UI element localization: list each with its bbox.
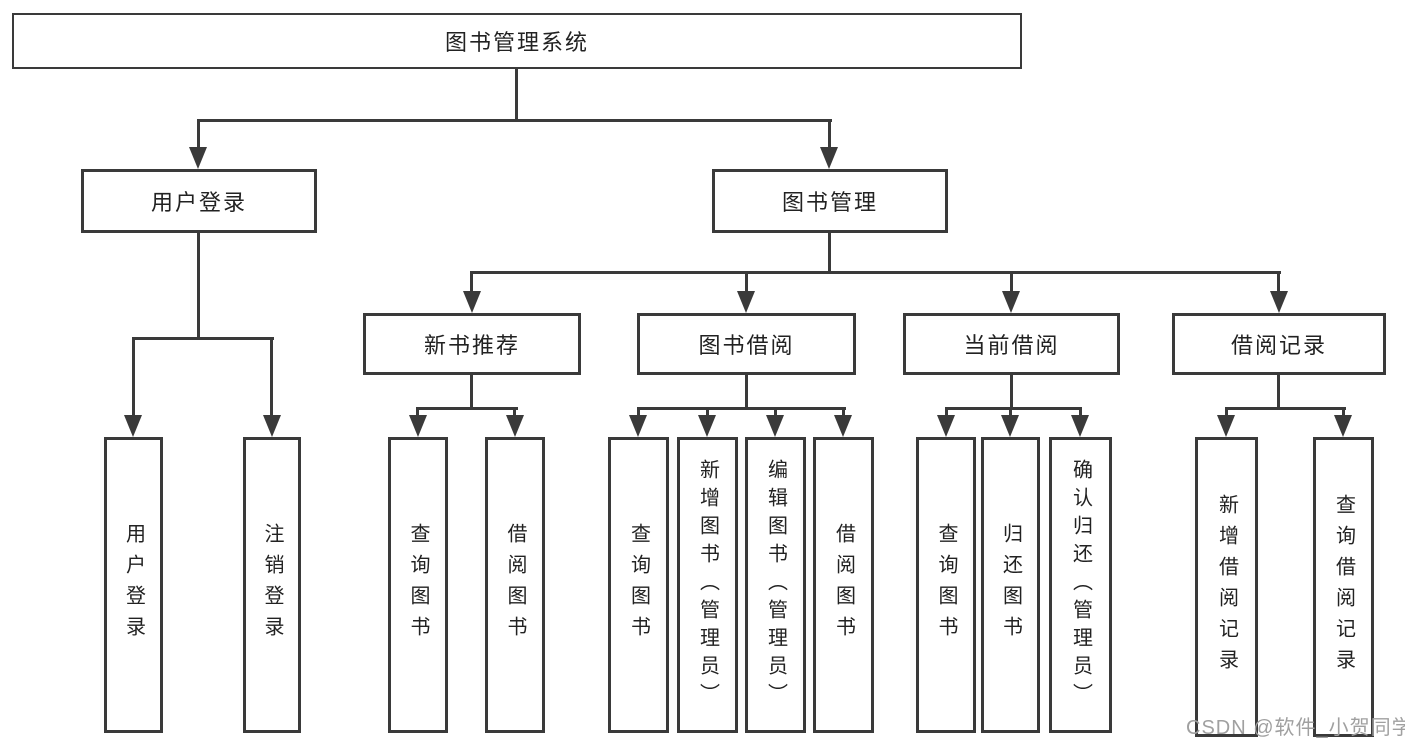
connector-ul-stem (197, 233, 200, 339)
connector-bb-add-stem (706, 407, 709, 419)
arrowhead-br-add-icon (1217, 415, 1235, 437)
connector-cb-query-stem (945, 407, 948, 419)
node-root: 图书管理系统 (12, 13, 1022, 69)
connector-bm-stem (828, 233, 831, 273)
connector-cb-stem (1010, 375, 1013, 409)
leaf-nb-borrow-books-label: 借阅图书 (504, 523, 526, 647)
leaf-cb-query-books-label: 查询图书 (935, 523, 957, 647)
leaf-br-query-record-label: 查询借阅记录 (1332, 494, 1355, 680)
connector-ul-logout-stem (270, 337, 273, 417)
arrowhead-cb-return-icon (1001, 415, 1019, 437)
connector-bb-stem (745, 375, 748, 409)
connector-cb-confirm-stem (1079, 407, 1082, 419)
arrowhead-nb-borrow-icon (506, 415, 524, 437)
node-borrow-records: 借阅记录 (1172, 313, 1386, 375)
leaf-br-query-record: 查询借阅记录 (1313, 437, 1374, 737)
arrowhead-br-query-icon (1334, 415, 1352, 437)
arrowhead-nb-query-icon (409, 415, 427, 437)
connector-br-add-stem (1225, 407, 1228, 419)
connector-bm-hline (470, 271, 1281, 274)
node-book-borrow: 图书借阅 (637, 313, 856, 375)
arrowhead-newbooks-icon (463, 291, 481, 313)
leaf-cb-return-books: 归还图书 (981, 437, 1040, 733)
leaf-user-login-label: 用户登录 (122, 523, 145, 647)
leaf-logout: 注销登录 (243, 437, 301, 733)
connector-bookmgmt-stem (828, 119, 831, 151)
node-borrow-records-label: 借阅记录 (1230, 333, 1327, 358)
node-user-login: 用户登录 (81, 169, 317, 233)
node-user-login-label: 用户登录 (150, 190, 247, 215)
leaf-bb-edit-books-admin: 编辑图书（管理员） (745, 437, 806, 733)
csdn-watermark: CSDN @软件_小贺同学 (1186, 717, 1405, 739)
connector-nb-query-stem (416, 407, 419, 419)
connector-root-hline (197, 119, 832, 122)
connector-userlogin-stem (197, 119, 200, 151)
leaf-bb-query-books-label: 查询图书 (627, 523, 650, 647)
connector-nb-hline (416, 407, 518, 410)
leaf-bb-add-books-admin-label: 新增图书（管理员） (696, 459, 719, 711)
leaf-cb-confirm-return-admin: 确认归还（管理员） (1049, 437, 1112, 733)
connector-newbooks-stem (470, 271, 473, 295)
connector-nb-stem (470, 375, 473, 409)
leaf-cb-confirm-return-admin-label: 确认归还（管理员） (1069, 459, 1092, 711)
arrowhead-borrowrecords-icon (1270, 291, 1288, 313)
arrowhead-bb-borrow-icon (834, 415, 852, 437)
arrowhead-ul-login-icon (124, 415, 142, 437)
connector-root-stem (515, 67, 518, 119)
node-current-borrow: 当前借阅 (903, 313, 1120, 375)
connector-br-stem (1277, 375, 1280, 409)
connector-ul-hline (132, 337, 274, 340)
leaf-br-add-record-label: 新增借阅记录 (1215, 494, 1238, 680)
leaf-cb-query-books: 查询图书 (916, 437, 976, 733)
connector-bb-hline (637, 407, 846, 410)
connector-bookborrow-stem (745, 271, 748, 295)
connector-cb-return-stem (1009, 407, 1012, 419)
node-current-borrow-label: 当前借阅 (963, 333, 1060, 358)
connector-bb-borrow-stem (842, 407, 845, 419)
connector-borrowrecords-stem (1277, 271, 1280, 295)
connector-br-hline (1225, 407, 1346, 410)
arrowhead-cb-confirm-icon (1071, 415, 1089, 437)
node-book-mgmt: 图书管理 (712, 169, 948, 233)
leaf-nb-borrow-books: 借阅图书 (485, 437, 545, 733)
connector-bb-edit-stem (774, 407, 777, 419)
leaf-cb-return-books-label: 归还图书 (999, 523, 1022, 647)
node-book-mgmt-label: 图书管理 (781, 190, 878, 215)
arrowhead-cb-query-icon (937, 415, 955, 437)
arrowhead-bb-query-icon (629, 415, 647, 437)
connector-br-query-stem (1342, 407, 1345, 419)
connector-bb-query-stem (637, 407, 640, 419)
arrowhead-bb-add-icon (698, 415, 716, 437)
arrowhead-ul-logout-icon (263, 415, 281, 437)
arrowhead-bookmgmt-icon (820, 147, 838, 169)
arrowhead-bookborrow-icon (737, 291, 755, 313)
node-root-label: 图书管理系统 (444, 30, 589, 55)
arrowhead-userlogin-icon (189, 147, 207, 169)
leaf-bb-borrow-books-label: 借阅图书 (832, 523, 855, 647)
connector-currentborrow-stem (1010, 271, 1013, 295)
node-book-borrow-label: 图书借阅 (698, 333, 795, 358)
connector-nb-borrow-stem (513, 407, 516, 419)
leaf-bb-add-books-admin: 新增图书（管理员） (677, 437, 738, 733)
leaf-nb-query-books: 查询图书 (388, 437, 448, 733)
leaf-bb-borrow-books: 借阅图书 (813, 437, 874, 733)
leaf-br-add-record: 新增借阅记录 (1195, 437, 1258, 737)
connector-cb-hline (945, 407, 1082, 410)
node-new-books: 新书推荐 (363, 313, 581, 375)
leaf-nb-query-books-label: 查询图书 (407, 523, 429, 647)
arrowhead-currentborrow-icon (1002, 291, 1020, 313)
node-new-books-label: 新书推荐 (423, 333, 520, 358)
leaf-bb-edit-books-admin-label: 编辑图书（管理员） (764, 459, 787, 711)
leaf-user-login: 用户登录 (104, 437, 163, 733)
leaf-bb-query-books: 查询图书 (608, 437, 669, 733)
leaf-logout-label: 注销登录 (261, 523, 283, 647)
arrowhead-bb-edit-icon (766, 415, 784, 437)
connector-ul-login-stem (132, 337, 135, 417)
